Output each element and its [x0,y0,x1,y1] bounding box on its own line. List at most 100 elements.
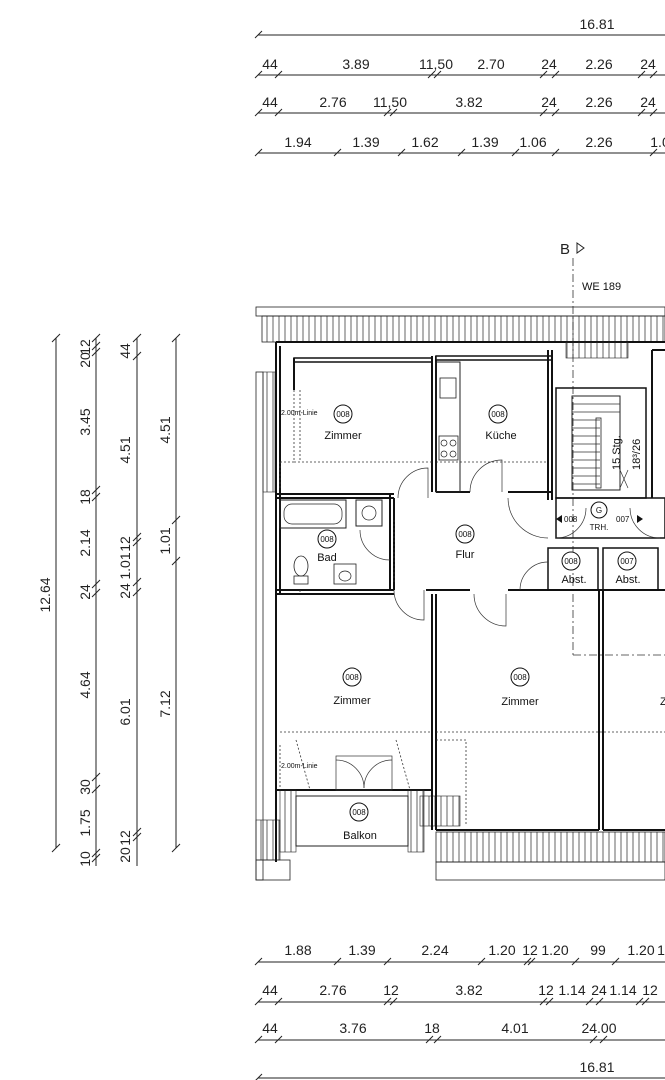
walls [275,341,665,862]
toilet-icon [293,575,309,585]
dim-label: 11,50 [373,94,407,110]
room-number: 007 [620,557,634,566]
dim-label: 30 [77,779,93,795]
stairs [565,341,629,491]
bathtub-icon [279,499,347,529]
dim-label: 4.51 [157,416,173,443]
dim-label: 4.01 [501,1020,528,1036]
dim-label: 3.76 [339,1020,366,1036]
dim-bottom-overall: 16.81 [579,1059,614,1075]
room-number: 008 [458,530,472,539]
room-zimmer-1: 008 Zimmer [324,404,362,442]
top-dimension-chains: 16.81 44 3.89 11,50 2.70 24 2.26 24 44 2… [254,16,665,157]
dim-label: 99 [590,942,606,958]
unit-label: WE 189 [582,281,621,293]
stair-door-right: 007 [616,515,630,524]
dim-label: 1.20 [627,942,654,958]
room-zimmer-3: 008 Zimmer [501,667,539,708]
dim-label: 1.94 [284,134,311,150]
section-letter: B [560,241,570,258]
dim-label: 3.89 [342,56,369,72]
room-number: 008 [491,410,505,419]
dim-label: 12 [538,982,554,998]
dim-label: 1.39 [352,134,379,150]
dim-label: 1.14 [609,982,636,998]
small-sink-icon [333,563,357,585]
dim-label: 20 [117,847,133,863]
dim-label: 2.26 [585,56,612,72]
dim-label: 2.24 [421,942,448,958]
room-name: Abst. [561,574,586,586]
dim-label: 44 [117,343,133,359]
dim-label: 12 [522,942,538,958]
dim-label: 1.62 [411,134,438,150]
dim-label: 7.12 [157,690,173,717]
bottom-dimension-chains: 1.88 1.39 2.24 1.20 12 1.20 99 1.20 1 44… [254,942,665,1080]
room-labels: 008 Zimmer 008 Küche 008 Bad 008 Flur 00… [281,404,665,842]
stair-g-label: G [596,506,602,515]
dim-label: 1.75 [77,809,93,836]
room-name: Zimmer [324,430,362,442]
room-zimmer-2: 008 Zimmer [333,667,371,707]
dim-label: 12 [383,982,399,998]
dim-label: 24 [117,583,133,599]
left-dimension-chains: 12.64 12 20 3.45 18 2.14 24 4.64 30 1.75… [37,333,181,867]
room-name: Flur [456,549,475,561]
dim-left-overall: 12.64 [37,577,53,612]
dim-label: 1.01 [157,527,173,554]
dim-label: 24 [77,584,93,600]
dim-label: 1.14 [558,982,585,998]
dim-label: 24.00 [581,1020,616,1036]
room-name: Balkon [343,830,377,842]
kitchen-counter [435,361,461,493]
room-kueche: 008 Küche [485,404,517,442]
room-name: Bad [317,552,337,564]
left-arrow-icon [556,515,562,523]
note-200m-line-top: 2.00m-Linie [281,410,318,417]
stair-rise: 18³/26 [631,439,643,470]
room-number: 008 [345,673,359,682]
dim-label: 1.39 [471,134,498,150]
stair-door-left: 008 [564,515,578,524]
dim-label: 24 [541,56,557,72]
dim-label: 2.14 [77,529,93,556]
dim-label: 1.20 [541,942,568,958]
dim-label: 44 [262,56,278,72]
dim-label: 4.51 [117,436,133,463]
dashed-lines [279,390,665,826]
dim-label: 2.76 [319,94,346,110]
dim-label: 6.01 [117,698,133,725]
dim-label: 44 [262,94,278,110]
dim-label: 1.01 [117,552,133,579]
dim-label: 44 [262,1020,278,1036]
dim-label: 1.88 [284,942,311,958]
room-name: Abst. [615,574,640,586]
dim-label: 11,50 [419,56,453,72]
room-name: Zimmer [333,695,371,707]
room-balkon: 008 Balkon [343,802,377,842]
room-zimmer-4-partial: Z [660,696,665,708]
dim-label: 4.64 [77,671,93,698]
dim-top-overall: 16.81 [579,16,614,32]
room-abst-1: 008 Abst. [561,551,587,586]
dim-label: 18 [424,1020,440,1036]
dim-label: 44 [262,982,278,998]
dim-label: 1 [657,942,665,958]
washbasin-icon [355,499,383,527]
dim-label: 24 [640,56,656,72]
dim-label: 10 [77,851,93,867]
room-flur: 008 Flur [455,524,475,561]
note-200m-line-bottom: 2.00m-Linie [281,763,318,770]
dim-label: 12 [117,830,133,846]
dim-label: 1.39 [348,942,375,958]
dim-label: 24 [591,982,607,998]
kitchen-sink-icon [439,377,457,399]
dim-label: 20 [77,352,93,368]
dim-label: 3.82 [455,982,482,998]
dim-label: 1.20 [488,942,515,958]
dim-label: 2.26 [585,134,612,150]
room-number: 008 [320,535,334,544]
dim-label: 24 [640,94,656,110]
right-arrow-icon [637,515,643,523]
